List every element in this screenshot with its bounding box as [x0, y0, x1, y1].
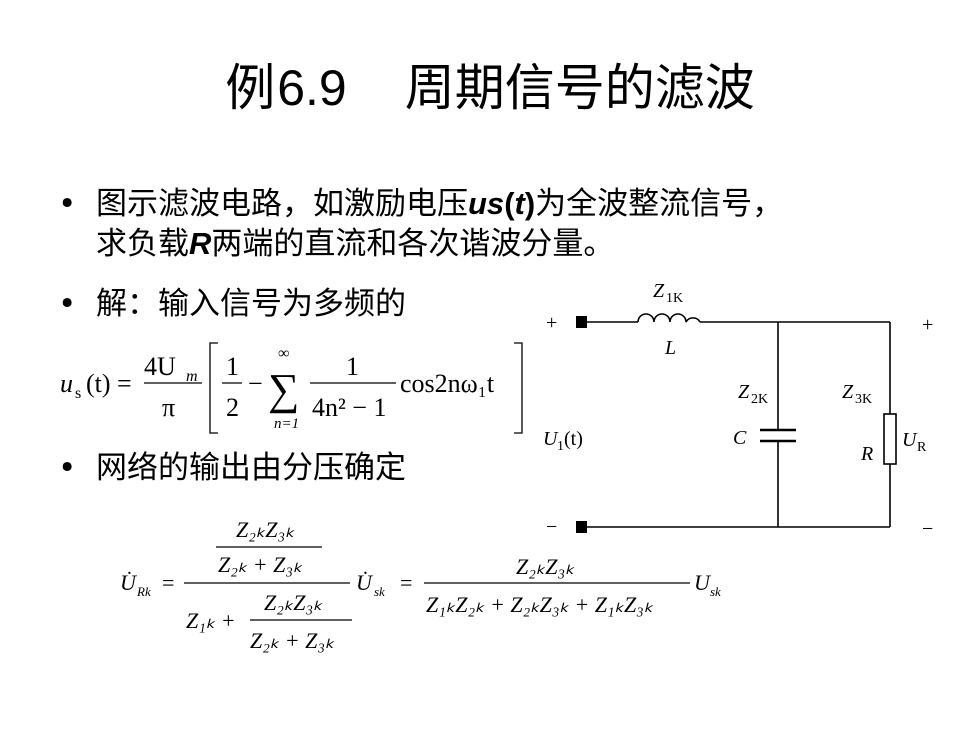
var-t: t [514, 186, 525, 221]
f1-sum-top: ∞ [278, 345, 289, 362]
z1-label: Z [653, 280, 665, 302]
f1-minus: − [248, 369, 263, 398]
f1-den: π [162, 393, 175, 422]
title-text: 周期信号的滤波 [404, 59, 755, 117]
f1-lhs-sub: s [75, 385, 81, 402]
var-R: R [189, 226, 212, 261]
bullet-1-text-c: 求负载 [96, 226, 189, 262]
bullet-2-text: 解：输入信号为多频的 [96, 286, 406, 322]
f2-eq2: = [400, 570, 412, 595]
z3-sub: 3K [855, 392, 872, 407]
bullet-1-line-1: 图示滤波电路，如激励电压us(t)为全波整流信号， [96, 184, 783, 224]
f2-bottom-prefix: Z₁ₖ + [186, 608, 236, 633]
f1-cos: cos2nω₁t [400, 369, 495, 398]
bullet-2: • 解：输入信号为多频的 [58, 284, 406, 324]
f2-rhs-den: Z₁ₖZ₂ₖ + Z₂ₖZ₃ₖ + Z₁ₖZ₃ₖ [426, 592, 654, 617]
f2-lhs: U̇ [120, 570, 138, 595]
bullet-dot: • [58, 186, 77, 222]
bullet-1-text-d: 两端的直流和各次谐波分量。 [211, 226, 615, 262]
r-label: R [860, 443, 873, 465]
f1-frac2-num: 1 [346, 352, 359, 381]
f2-bottom-num: Z₂ₖZ₃ₖ [264, 590, 323, 615]
bullet-1-text-a: 图示滤波电路，如激励电压 [96, 186, 468, 222]
inductor-coil [637, 313, 701, 326]
f2-rhs-sub: sk [710, 584, 721, 599]
f1-half-den: 2 [226, 393, 239, 422]
bracket-right [514, 342, 523, 434]
ur-label: U [902, 429, 918, 451]
title-prefix: 例 [225, 59, 276, 117]
bullet-3: • 网络的输出由分压确定 [58, 448, 406, 488]
ur-sub: R [917, 440, 927, 455]
f1-num-sub: m [186, 368, 198, 385]
f1-half-num: 1 [226, 352, 239, 381]
plus-right: + [922, 314, 933, 336]
f2-mid: U̇ [356, 570, 374, 595]
bullet-dot: • [58, 286, 77, 322]
z2-label: Z [738, 381, 750, 403]
f1-frac2-den: 4n² − 1 [312, 393, 386, 422]
title-number: 6.9 [277, 60, 347, 116]
plus-left: + [546, 312, 557, 334]
f2-eq: = [162, 570, 174, 595]
z2-sub: 2K [751, 392, 768, 407]
u1-sub: 1 [557, 439, 564, 454]
bullet-1-text-b: 为全波整流信号， [535, 186, 784, 222]
minus-right: − [922, 518, 933, 540]
f2-top-num: Z₂ₖZ₃ₖ [236, 517, 295, 542]
f2-rhs-num: Z₂ₖZ₃ₖ [516, 554, 575, 579]
f2-lhs-sub: Rk [136, 584, 151, 599]
minus-left: − [546, 516, 557, 538]
c-label: C [733, 427, 747, 449]
bullet-dot: • [58, 450, 77, 486]
f2-mid-sub: sk [374, 584, 385, 599]
bullet-1-line-2: 求负载R两端的直流和各次谐波分量。 [96, 224, 783, 264]
z1-sub: 1K [666, 291, 683, 306]
f1-sum-bottom: n=1 [274, 416, 299, 432]
bullet-1: • 图示滤波电路，如激励电压us(t)为全波整流信号， 求负载R两端的直流和各次… [58, 184, 783, 264]
u1-arg: (t) [564, 428, 583, 450]
f2-top-den: Z₂ₖ + Z₃ₖ [218, 552, 303, 577]
terminal-top [576, 316, 587, 328]
var-us: us [468, 186, 505, 221]
bullet-3-text: 网络的输出由分压确定 [96, 450, 406, 486]
l-label: L [664, 337, 676, 359]
paren-close: ) [524, 186, 536, 221]
bracket-left [209, 342, 218, 434]
terminal-bottom [576, 521, 587, 533]
paren-open: ( [504, 186, 515, 221]
f2-rhs-sym: U [694, 570, 712, 595]
sigma-symbol: ∑ [268, 365, 299, 414]
z3-label: Z [842, 381, 854, 403]
f1-lhs: u [60, 369, 73, 398]
f2-bottom-den: Z₂ₖ + Z₃ₖ [250, 628, 335, 653]
slide-title: 例6.9 周期信号的滤波 [0, 58, 980, 118]
f1-lhs-arg: (t) = [86, 369, 132, 398]
u1-label: U [543, 428, 559, 450]
f1-num: 4U [144, 352, 176, 381]
resistor-body [883, 413, 897, 465]
